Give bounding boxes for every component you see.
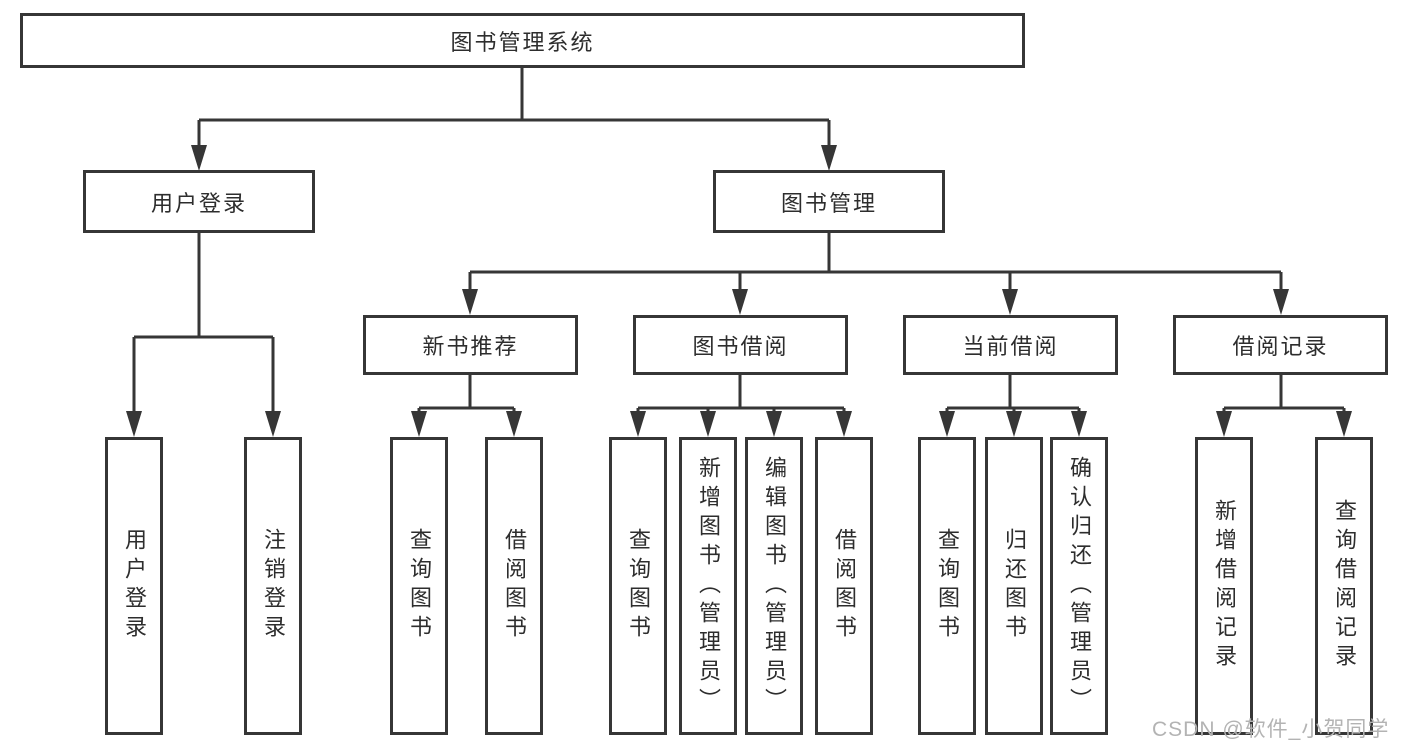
node-book-borrowing-label: 图书借阅 bbox=[692, 334, 789, 359]
node-book-borrowing: 图书借阅 bbox=[633, 315, 848, 375]
node-root-label: 图书管理系统 bbox=[450, 29, 595, 55]
node-root: 图书管理系统 bbox=[20, 13, 1025, 68]
node-user-login-label: 用户登录 bbox=[150, 190, 247, 216]
node-borrowing-records-label: 借阅记录 bbox=[1232, 334, 1329, 359]
leaf-query-books-1-label: 查询图书 bbox=[407, 528, 432, 644]
arrowheads bbox=[126, 145, 1352, 437]
leaf-borrow-books-1: 借阅图书 bbox=[485, 437, 543, 735]
leaf-borrow-books-2: 借阅图书 bbox=[815, 437, 873, 735]
leaf-edit-books-admin-label: 编辑图书（管理员） bbox=[762, 455, 787, 717]
leaf-logout-label: 注销登录 bbox=[261, 528, 286, 644]
leaf-query-books-1: 查询图书 bbox=[390, 437, 448, 735]
leaf-return-books-label: 归还图书 bbox=[1002, 528, 1027, 644]
leaf-user-login-label: 用户登录 bbox=[122, 528, 147, 644]
leaf-query-books-3: 查询图书 bbox=[918, 437, 976, 735]
node-new-book-recommendation-label: 新书推荐 bbox=[422, 334, 519, 359]
leaf-add-books-admin: 新增图书（管理员） bbox=[679, 437, 737, 735]
node-book-management: 图书管理 bbox=[713, 170, 945, 233]
csdn-watermark: CSDN @软件_小贺同学 bbox=[1152, 718, 1390, 741]
leaf-query-books-3-label: 查询图书 bbox=[935, 528, 960, 644]
node-current-borrowing: 当前借阅 bbox=[903, 315, 1118, 375]
leaf-query-borrow-record: 查询借阅记录 bbox=[1315, 437, 1373, 735]
leaf-query-books-2: 查询图书 bbox=[609, 437, 667, 735]
node-borrowing-records: 借阅记录 bbox=[1173, 315, 1388, 375]
leaf-add-borrow-record: 新增借阅记录 bbox=[1195, 437, 1253, 735]
leaf-confirm-return-admin: 确认归还（管理员） bbox=[1050, 437, 1108, 735]
node-new-book-recommendation: 新书推荐 bbox=[363, 315, 578, 375]
leaf-add-books-admin-label: 新增图书（管理员） bbox=[696, 455, 721, 717]
leaf-confirm-return-admin-label: 确认归还（管理员） bbox=[1067, 455, 1092, 717]
leaf-query-books-2-label: 查询图书 bbox=[626, 528, 651, 644]
leaf-query-borrow-record-label: 查询借阅记录 bbox=[1332, 499, 1357, 673]
leaf-return-books: 归还图书 bbox=[985, 437, 1043, 735]
leaf-add-borrow-record-label: 新增借阅记录 bbox=[1212, 499, 1237, 673]
node-book-management-label: 图书管理 bbox=[780, 190, 877, 216]
leaf-user-login: 用户登录 bbox=[105, 437, 163, 735]
node-current-borrowing-label: 当前借阅 bbox=[962, 334, 1059, 359]
leaf-logout: 注销登录 bbox=[244, 437, 302, 735]
leaf-borrow-books-2-label: 借阅图书 bbox=[832, 528, 857, 644]
leaf-edit-books-admin: 编辑图书（管理员） bbox=[745, 437, 803, 735]
leaf-borrow-books-1-label: 借阅图书 bbox=[502, 528, 527, 644]
node-user-login: 用户登录 bbox=[83, 170, 315, 233]
